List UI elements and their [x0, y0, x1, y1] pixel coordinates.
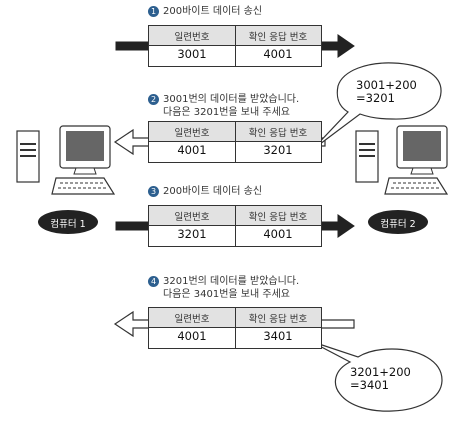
packet-2-seq-value: 4001	[177, 143, 207, 157]
speech-bubble-1	[311, 62, 442, 151]
packet-2-divider	[235, 122, 236, 162]
computer-2-label: 컴퓨터 2	[380, 219, 416, 230]
step-2-label: 2 3001번의 데이터를 받았습니다. 다음은 3201번을 보내 주세요	[148, 93, 299, 119]
packet-1-seq-header: 일련번호	[174, 32, 210, 43]
step-4-label: 4 3201번의 데이터를 받았습니다. 다음은 3401번을 보내 주세요	[148, 275, 299, 301]
computer-1-label-pill	[38, 210, 98, 234]
step-2-text-line1: 3001번의 데이터를 받았습니다.	[163, 94, 300, 105]
step-3-label: 3 200바이트 데이터 송신	[148, 185, 262, 198]
bubble-1-line2: =3201	[356, 91, 395, 105]
packet-3-divider	[235, 206, 236, 246]
step-2-text-line2: 다음은 3201번을 보내 주세요	[163, 107, 290, 118]
packet-3-ack-value: 4001	[263, 227, 293, 241]
step-1-label: 1 200바이트 데이터 송신	[148, 5, 262, 18]
step-2-badge: 2	[148, 94, 159, 105]
packet-4-seq-value: 4001	[177, 329, 207, 343]
step-1-text: 200바이트 데이터 송신	[163, 6, 263, 17]
bubble-2-text: 3201+200 =3401	[350, 366, 411, 392]
packet-1: 일련번호 확인 응답 번호 3001 4001	[148, 25, 322, 67]
computer-2-illustration	[355, 125, 449, 195]
packet-1-ack-header: 확인 응답 번호	[248, 32, 308, 43]
step-4-text-line1: 3201번의 데이터를 받았습니다.	[163, 276, 300, 287]
packet-4-seq-header: 일련번호	[174, 314, 210, 325]
step-4-text-line2: 다음은 3401번을 보내 주세요	[163, 289, 290, 300]
packet-3-seq-header: 일련번호	[174, 212, 210, 223]
packet-3: 일련번호 확인 응답 번호 3201 4001	[148, 205, 322, 247]
packet-4-ack-value: 3401	[263, 329, 293, 343]
packet-4-ack-header: 확인 응답 번호	[248, 314, 308, 325]
step-1-badge: 1	[148, 6, 159, 17]
computer-1-illustration	[16, 125, 116, 195]
bubble-2-line1: 3201+200	[350, 365, 411, 379]
computer-1-label: 컴퓨터 1	[50, 219, 86, 230]
bubble-1-text: 3001+200 =3201	[356, 79, 417, 105]
packet-4: 일련번호 확인 응답 번호 4001 3401	[148, 307, 322, 349]
packet-3-seq-value: 3201	[177, 227, 207, 241]
packet-2: 일련번호 확인 응답 번호 4001 3201	[148, 121, 322, 163]
step-4-badge: 4	[148, 276, 159, 287]
packet-1-ack-value: 4001	[263, 47, 293, 61]
packet-1-divider	[235, 26, 236, 66]
packet-3-ack-header: 확인 응답 번호	[248, 212, 308, 223]
packet-4-divider	[235, 308, 236, 348]
step-3-badge: 3	[148, 186, 159, 197]
packet-1-seq-value: 3001	[177, 47, 207, 61]
bubble-2-line2: =3401	[350, 378, 389, 392]
computer-2-label-pill	[368, 210, 428, 234]
speech-bubble-2	[309, 340, 443, 412]
bubble-1-line1: 3001+200	[356, 78, 417, 92]
step-3-text: 200바이트 데이터 송신	[163, 186, 263, 197]
packet-2-ack-header: 확인 응답 번호	[248, 128, 308, 139]
packet-2-seq-header: 일련번호	[174, 128, 210, 139]
packet-2-ack-value: 3201	[263, 143, 293, 157]
